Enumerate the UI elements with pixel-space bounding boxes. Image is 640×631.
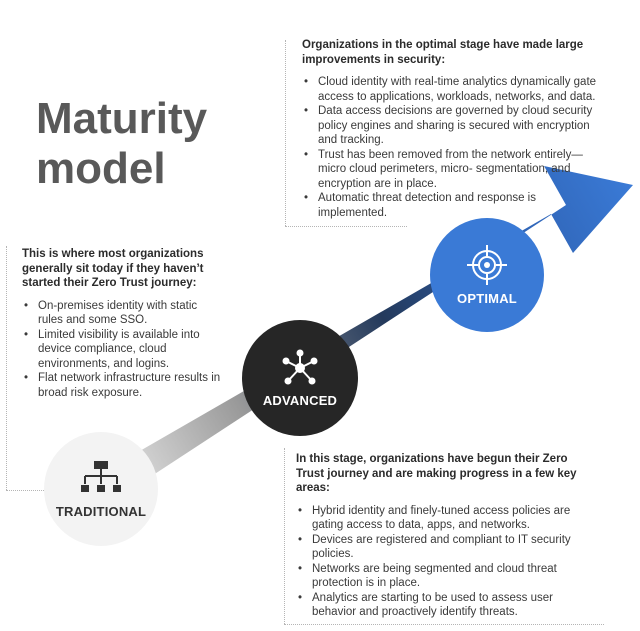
guide-line-optimal	[285, 40, 286, 226]
stage-optimal: OPTIMAL	[430, 218, 544, 332]
list-item: Networks are being segmented and cloud t…	[296, 562, 592, 591]
guide-line-traditional	[6, 246, 7, 490]
panel-advanced-list: Hybrid identity and finely-tuned access …	[296, 504, 592, 620]
panel-traditional: This is where most organizations general…	[22, 247, 228, 400]
panel-optimal-list: Cloud identity with real-time analytics …	[302, 75, 608, 220]
guide-line-optimal-bottom	[285, 226, 407, 227]
list-item: Cloud identity with real-time analytics …	[302, 75, 608, 104]
stage-optimal-label: OPTIMAL	[457, 290, 517, 306]
list-item: Limited visibility is available into dev…	[22, 328, 216, 372]
network-hub-icon	[282, 349, 318, 384]
panel-advanced: In this stage, organizations have begun …	[296, 452, 592, 620]
list-item: Data access decisions are governed by cl…	[302, 104, 608, 148]
stage-traditional: TRADITIONAL	[44, 432, 158, 546]
guide-line-advanced-bottom	[284, 624, 604, 625]
panel-traditional-heading: This is where most organizations general…	[22, 248, 204, 289]
list-item: Trust has been removed from the network …	[302, 148, 608, 192]
hierarchy-icon	[81, 460, 121, 492]
list-item: On-premises identity with static rules a…	[22, 299, 208, 328]
stage-advanced: ADVANCED	[242, 320, 358, 436]
list-item: Flat network infrastructure results in b…	[22, 371, 228, 400]
list-item: Devices are registered and compliant to …	[296, 533, 592, 562]
panel-traditional-list: On-premises identity with static rules a…	[22, 299, 228, 401]
list-item: Analytics are starting to be used to ass…	[296, 591, 592, 620]
stage-advanced-label: ADVANCED	[262, 392, 338, 408]
page-title: Maturity model	[36, 94, 208, 193]
target-crosshair-icon	[467, 244, 507, 285]
guide-line-advanced	[284, 448, 285, 624]
panel-optimal-heading: Organizations in the optimal stage have …	[302, 39, 584, 66]
panel-optimal: Organizations in the optimal stage have …	[302, 38, 608, 220]
guide-line-traditional-bottom	[6, 490, 48, 491]
stage-traditional-label: TRADITIONAL	[55, 503, 147, 519]
arrow-shape	[100, 166, 633, 500]
list-item: Hybrid identity and finely-tuned access …	[296, 504, 592, 533]
list-item: Automatic threat detection and response …	[302, 191, 548, 220]
panel-advanced-heading: In this stage, organizations have begun …	[296, 453, 577, 494]
